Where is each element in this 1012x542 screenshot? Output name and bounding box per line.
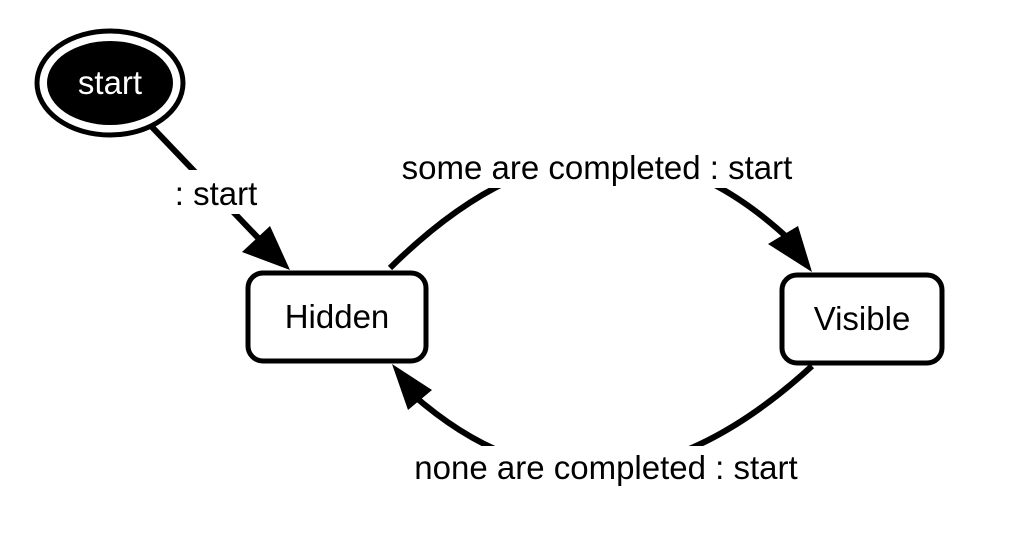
edge-visible-to-hidden-arrowhead (392, 364, 432, 410)
start-node-label: start (78, 64, 142, 101)
edge-label-start-to-hidden: : start (175, 175, 258, 212)
edge-label-visible-to-hidden-bg (370, 446, 844, 490)
edge-label-visible-to-hidden-group: none are completed : start (370, 446, 844, 490)
hidden-node-box (245, 270, 429, 364)
edge-label-visible-to-hidden: none are completed : start (414, 449, 797, 486)
visible-node-label: Visible (814, 300, 911, 337)
visible-node-box (779, 272, 945, 366)
edge-hidden-to-visible-arrowhead (768, 226, 812, 272)
edge-start-to-hidden-arrowhead (242, 226, 290, 270)
edge-label-hidden-to-visible-bg (356, 144, 840, 188)
edge-label-start-to-hidden-bg (160, 170, 272, 214)
edge-label-hidden-to-visible: some are completed : start (402, 149, 793, 186)
hidden-node: Hidden (245, 270, 429, 364)
hidden-node-label: Hidden (285, 298, 390, 335)
edge-label-start-to-hidden-group: : start (160, 170, 272, 214)
start-node: start (34, 28, 186, 138)
visible-node: Visible (779, 272, 945, 366)
edge-label-hidden-to-visible-group: some are completed : start (356, 144, 840, 188)
start-node-body (47, 41, 173, 125)
